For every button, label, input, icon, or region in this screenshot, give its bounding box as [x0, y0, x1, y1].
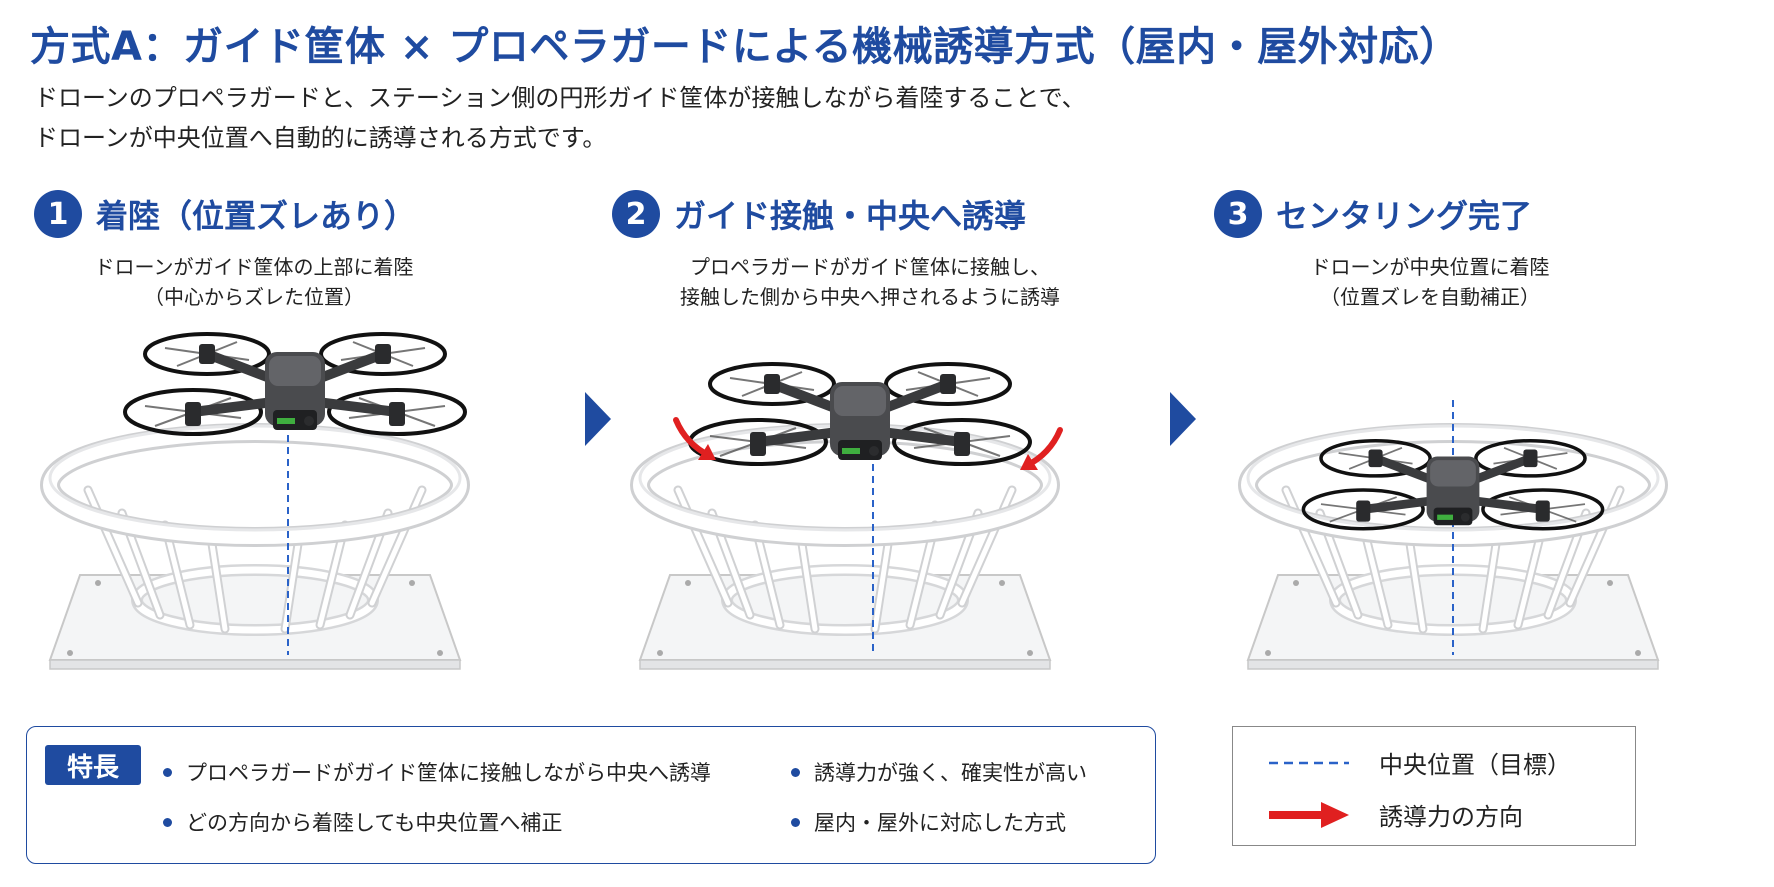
drone-2-guided	[690, 364, 1030, 464]
step-2-desc-line-2: 接触した側から中央へ押されるように誘導	[680, 285, 1060, 309]
step-1-number: 1	[34, 190, 82, 238]
bullet-icon	[163, 817, 172, 827]
red-arrow-icon	[1269, 801, 1349, 828]
step-1-title: 着陸（位置ズレあり）	[96, 197, 417, 235]
step-1-desc-line-1: ドローンがガイド筐体の上部に着陸	[94, 255, 414, 279]
step-3-header: 3 センタリング完了	[1214, 190, 1532, 238]
step-2-desc-line-1: プロペラガードがガイド筐体に接触し、	[690, 255, 1050, 279]
features-box: 特長 プロペラガードがガイド筐体に接触しながら中央へ誘導 どの方向から着陸しても…	[26, 726, 1156, 864]
stage-2-diagram	[590, 320, 1110, 710]
bullet-icon	[163, 767, 172, 777]
step-3-description: ドローンが中央位置に着陸 （位置ズレを自動補正）	[1280, 252, 1580, 312]
chevron-right-icon	[1170, 392, 1196, 446]
step-3-number: 3	[1214, 190, 1262, 238]
page-title: 方式A：ガイド筐体 × プロペラガードによる機械誘導方式（屋内・屋外対応）	[30, 24, 1460, 70]
feature-text-1: プロペラガードがガイド筐体に接触しながら中央へ誘導	[186, 761, 711, 785]
step-1-desc-line-2: （中心からズレた位置）	[144, 285, 364, 309]
station-guide-housing-1	[50, 426, 460, 669]
step-3-title: センタリング完了	[1276, 197, 1533, 235]
dashed-line-icon	[1269, 761, 1349, 764]
step-2-description: プロペラガードがガイド筐体に接触し、 接触した側から中央へ押されるように誘導	[660, 252, 1080, 312]
intro-line-2: ドローンが中央位置へ自動的に誘導される方式です。	[34, 124, 607, 152]
step-2-title: ガイド接触・中央へ誘導	[674, 197, 1027, 235]
step-2-header: 2 ガイド接触・中央へ誘導	[612, 190, 1026, 238]
bullet-icon	[791, 817, 800, 827]
step-3-desc-line-1: ドローンが中央位置に着陸	[1310, 255, 1550, 279]
features-label: 特長	[45, 745, 141, 785]
feature-item-3: 誘導力が強く、確実性が高い	[791, 757, 1087, 787]
legend-box: 中央位置（目標） 誘導力の方向	[1232, 726, 1636, 846]
step-1-description: ドローンがガイド筐体の上部に着陸 （中心からズレた位置）	[84, 252, 424, 312]
step-1-header: 1 着陸（位置ズレあり）	[34, 190, 416, 238]
feature-item-4: 屋内・屋外に対応した方式	[791, 807, 1066, 837]
intro-line-1: ドローンのプロペラガードと、ステーション側の円形ガイド筐体が接触しながら着陸する…	[34, 84, 1086, 112]
feature-text-2: どの方向から着陸しても中央位置へ補正	[186, 811, 563, 835]
legend-center: 中央位置（目標）	[1269, 745, 1571, 780]
intro-text: ドローンのプロペラガードと、ステーション側の円形ガイド筐体が接触しながら着陸する…	[34, 78, 1086, 158]
chevron-right-icon	[585, 392, 611, 446]
feature-item-2: どの方向から着陸しても中央位置へ補正	[163, 807, 562, 837]
legend-force: 誘導力の方向	[1269, 797, 1523, 832]
stage-1-diagram	[0, 320, 520, 710]
step-2-number: 2	[612, 190, 660, 238]
feature-text-4: 屋内・屋外に対応した方式	[814, 811, 1066, 835]
legend-center-label: 中央位置（目標）	[1379, 751, 1571, 779]
feature-text-3: 誘導力が強く、確実性が高い	[814, 761, 1087, 785]
feature-item-1: プロペラガードがガイド筐体に接触しながら中央へ誘導	[163, 757, 711, 787]
drone-1-offset	[125, 334, 465, 434]
step-3-desc-line-2: （位置ズレを自動補正）	[1320, 285, 1540, 309]
stage-3-diagram	[1198, 400, 1718, 710]
bullet-icon	[791, 767, 800, 777]
legend-force-label: 誘導力の方向	[1379, 803, 1523, 831]
